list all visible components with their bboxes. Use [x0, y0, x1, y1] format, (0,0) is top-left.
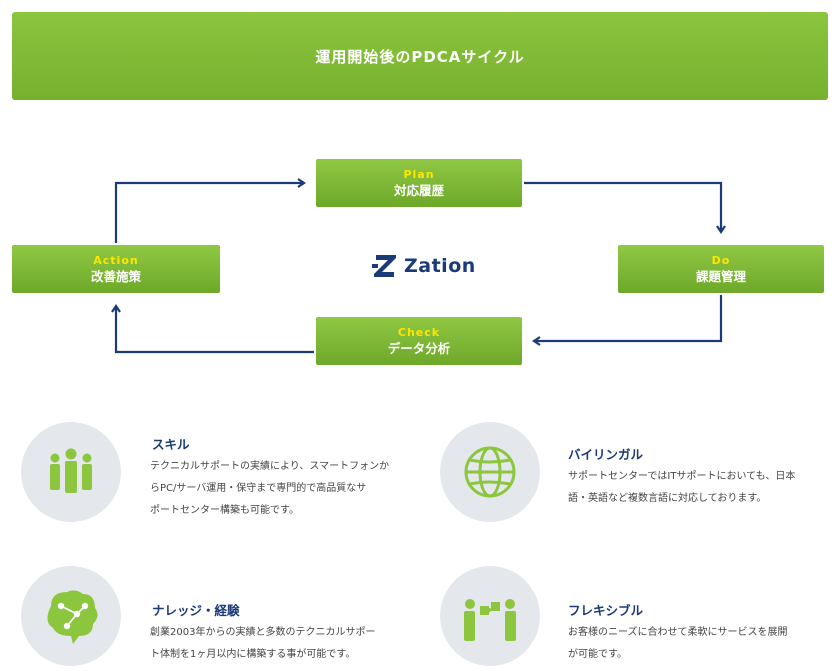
feature-bilingual-desc: サポートセンターではITサポートにおいても、日本 語・英語など複数言語に対応して… [568, 471, 796, 504]
feature-flexible-title: フレキシブル [568, 603, 644, 618]
do-label-jp: 課題管理 [695, 269, 746, 284]
check-box: Check データ分析 [316, 317, 522, 365]
arrow-do-to-check [532, 295, 723, 346]
plan-box: Plan 対応履歴 [316, 159, 522, 207]
feature-knowledge-desc: 創業2003年からの実績と多数のテクニカルサポー ト体制を1ヶ月以内に構築する事… [150, 627, 376, 660]
banner-title: 運用開始後のPDCAサイクル [315, 47, 525, 66]
arrow-check-to-action [111, 304, 314, 354]
do-box: Do 課題管理 [618, 245, 824, 293]
puzzle-people-icon [440, 566, 540, 666]
zation-logo: Zation [372, 252, 476, 280]
do-label-en: Do [711, 254, 731, 267]
logo-text: Zation [404, 255, 476, 277]
arrow-plan-to-do [524, 181, 726, 234]
feature-skill-desc: テクニカルサポートの実績により、スマートフォンか らPC/サーバ運用・保守まで専… [150, 461, 390, 516]
globe-icon [440, 422, 540, 522]
feature-bilingual-title: バイリンガル [568, 447, 644, 462]
feature-skill-title: スキル [152, 437, 190, 452]
action-box: Action 改善施策 [12, 245, 220, 293]
people-icon [21, 422, 121, 522]
arrow-action-to-plan [114, 178, 306, 243]
action-label-jp: 改善施策 [90, 269, 141, 284]
action-label-en: Action [93, 254, 139, 267]
pdca-banner: 運用開始後のPDCAサイクル [12, 12, 828, 100]
brain-icon [21, 566, 121, 666]
z-logo-icon [372, 255, 396, 277]
check-label-en: Check [397, 326, 441, 339]
plan-label-en: Plan [403, 168, 435, 181]
plan-label-jp: 対応履歴 [393, 183, 444, 198]
feature-flexible-desc: お客様のニーズに合わせて柔軟にサービスを展開 が可能です。 [568, 627, 788, 660]
check-label-jp: データ分析 [387, 341, 451, 356]
feature-knowledge-title: ナレッジ・経験 [152, 603, 240, 618]
